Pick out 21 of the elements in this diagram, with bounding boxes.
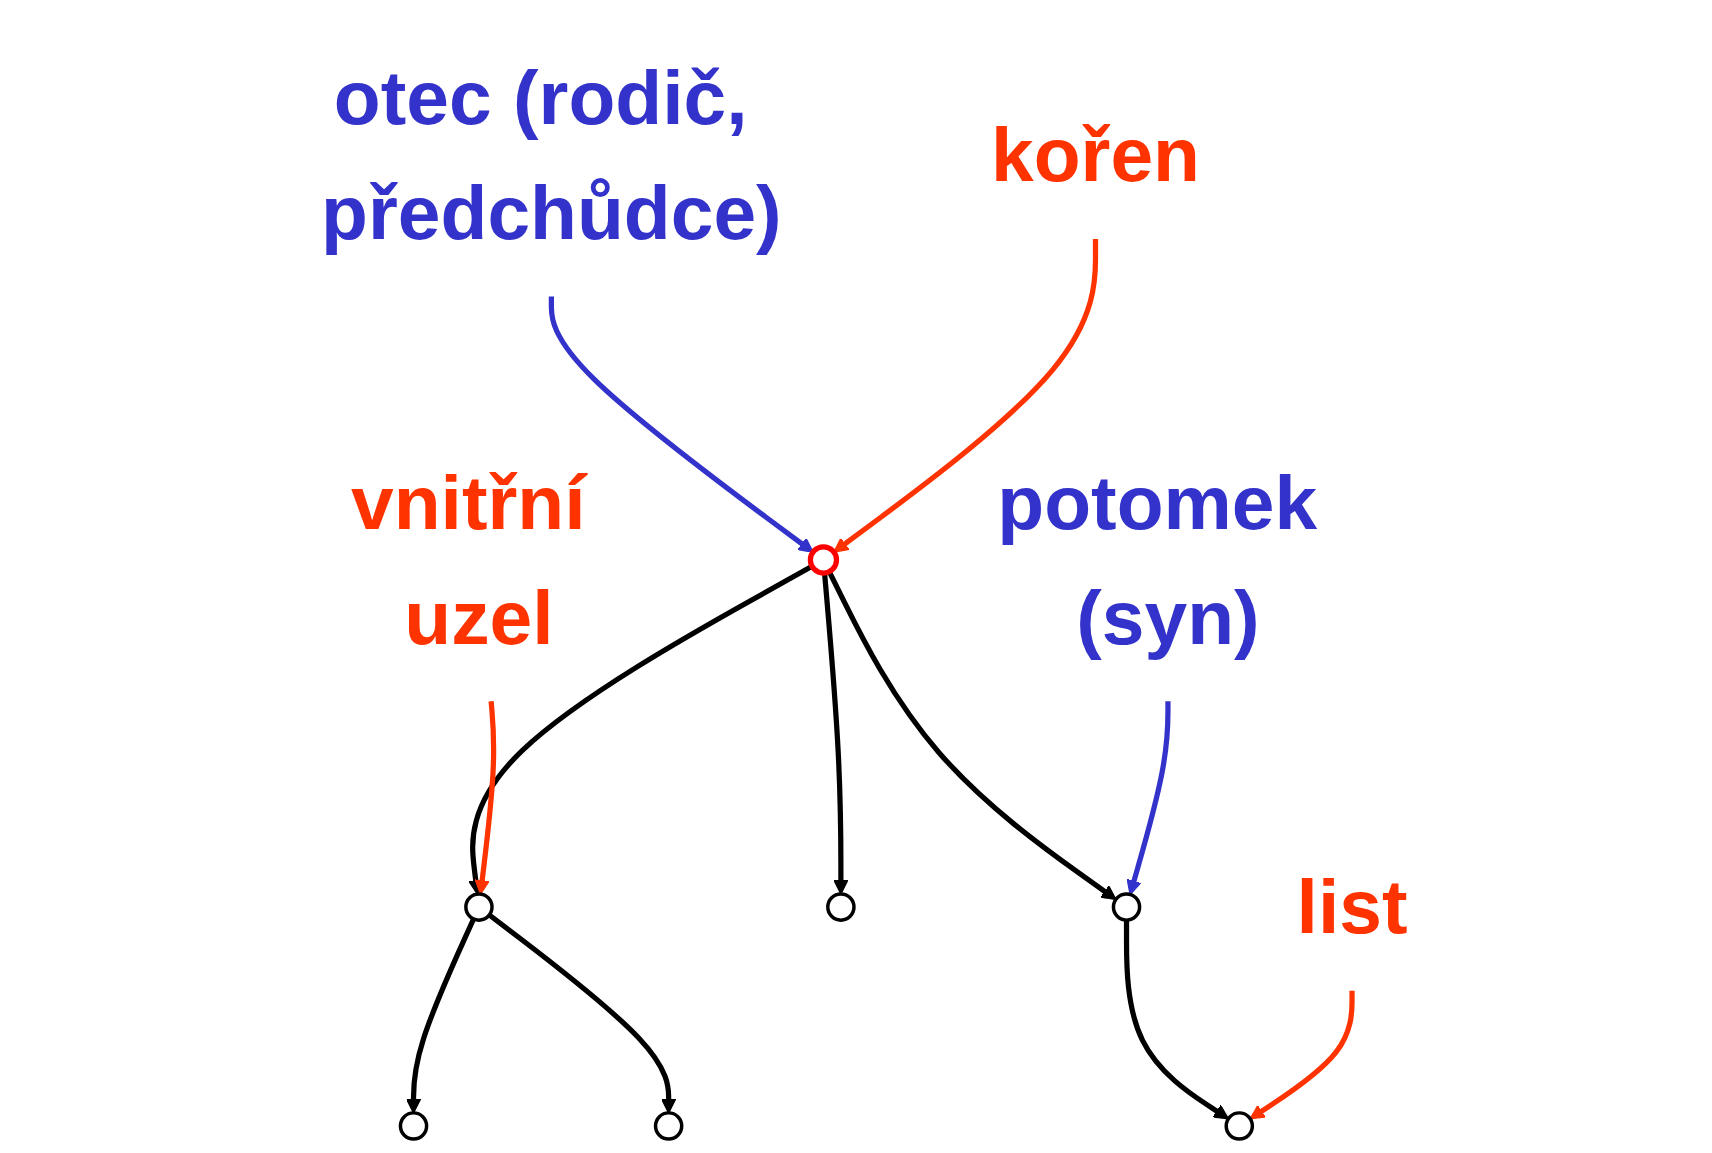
node-text: list [1296,863,1408,949]
node-text: vnitřní uzel [351,458,586,660]
arrow [548,296,814,553]
arrow [1123,920,1230,1120]
arrow [487,912,677,1114]
arrow [821,572,849,895]
node-text: kořen [990,111,1201,198]
node-circle [807,544,840,576]
node-circle [826,892,856,922]
node-text: potomek (syn) [997,458,1318,660]
node-circle [653,1111,684,1141]
node-circle [398,1111,429,1141]
node-circle [1111,892,1142,922]
node-text: otec (rodič, předchůdce) [321,54,782,255]
arrow [1126,701,1171,896]
arrow [474,701,497,895]
node-circle [464,892,494,922]
arrow [405,917,476,1114]
node-circle [1224,1111,1255,1141]
arrow [833,238,1099,553]
arrow [1249,990,1355,1120]
